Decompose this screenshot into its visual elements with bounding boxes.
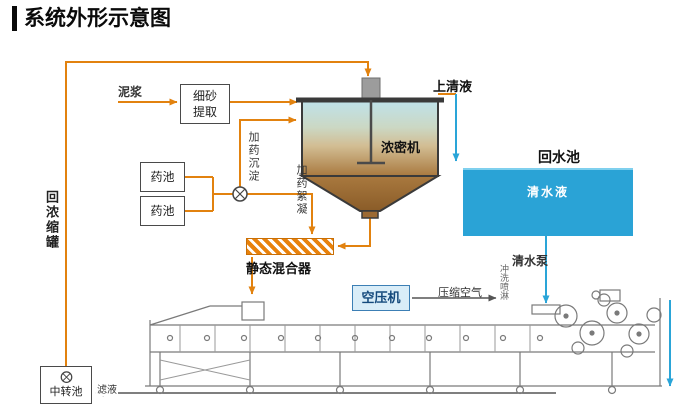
chem-pool-box-1: 药池	[140, 162, 185, 192]
fine-sand-extraction-box: 细砂 提取	[180, 84, 230, 124]
static-mixer-label: 静态混合器	[246, 261, 312, 276]
return-loop-line	[65, 61, 372, 366]
clear-water-label: 清水液	[527, 185, 570, 199]
return-pool-label: 回水池	[538, 149, 580, 165]
agitator-shaft	[357, 100, 385, 165]
thickener-tank	[296, 77, 444, 219]
dosing-settle-line	[239, 116, 297, 187]
dosing-floc-line	[247, 193, 316, 235]
underflow-line	[337, 216, 371, 250]
fine-sand-line2: 提取	[192, 105, 217, 119]
dosing-settle-label: 加药沉淀	[247, 131, 259, 183]
blue-water-lines	[452, 94, 674, 387]
press-feed-box	[241, 301, 265, 321]
compressed-air-label: 压缩空气	[438, 287, 482, 299]
return-tank-label: 回浓缩罐	[44, 190, 59, 250]
chem-pool-box-2: 药池	[140, 196, 185, 226]
air-compressor-label: 空压机	[361, 290, 401, 306]
transfer-pump-icon	[60, 370, 72, 383]
chem-pool-2-label: 药池	[150, 203, 175, 218]
chem-join-lines	[185, 176, 233, 212]
spray-box	[531, 304, 561, 315]
dosing-floc-label: 加药絮凝	[295, 164, 307, 216]
static-mixer-bar	[246, 238, 334, 255]
press-rollers	[554, 293, 662, 358]
filtrate-label: 滤液	[96, 381, 118, 396]
water-pump-label: 清水泵	[512, 254, 549, 268]
transfer-pool-label: 中转池	[49, 385, 83, 398]
cone-outlet	[361, 210, 379, 219]
chem-pump-icon	[232, 186, 248, 202]
press-legs	[159, 352, 613, 386]
thickener-cone	[298, 175, 442, 212]
fine-sand-line1: 细砂	[192, 88, 217, 103]
dark-lines	[95, 294, 556, 397]
chem-pool-1-label: 药池	[150, 169, 175, 184]
flush-spray-label: 冲洗喷淋	[499, 264, 509, 300]
belt-filter-press	[145, 289, 662, 395]
transfer-pool-box: 中转池	[40, 366, 92, 404]
mud-label: 泥浆	[118, 85, 143, 99]
thickener-label: 浓密机	[381, 140, 421, 155]
supernatant-label: 上清液	[433, 79, 473, 94]
orange-flow-lines	[65, 61, 456, 366]
page-title: 系统外形示意图	[12, 6, 171, 32]
air-compressor-box: 空压机	[352, 285, 410, 311]
thickener-motor	[361, 77, 381, 101]
return-water-pool: 清水液	[463, 168, 633, 236]
